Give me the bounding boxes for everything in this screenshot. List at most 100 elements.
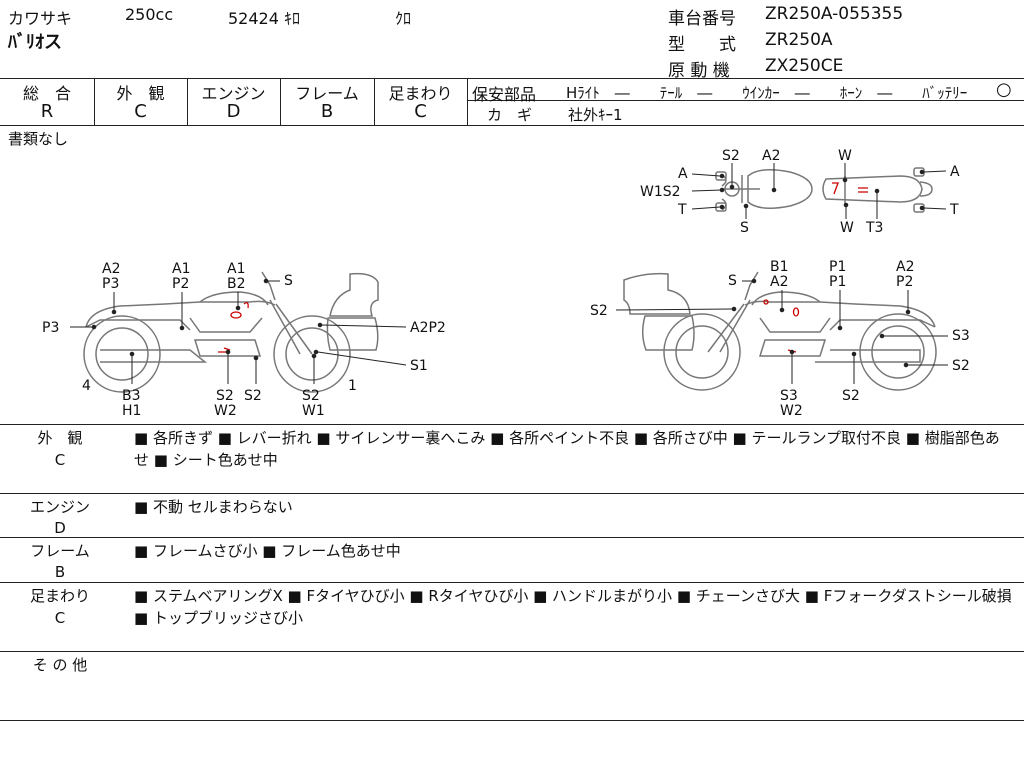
engine-value: ZX250CE (765, 56, 844, 76)
label: P1 (829, 274, 846, 290)
label: P1 (829, 259, 846, 275)
label: W2 (780, 403, 803, 419)
color: ｸﾛ (395, 9, 412, 28)
divider (374, 78, 375, 125)
label: S (740, 220, 749, 236)
label: S (728, 273, 737, 289)
grade-label: エンジン (201, 84, 266, 103)
label: S2 (590, 303, 608, 319)
divider (467, 78, 468, 125)
label: W (838, 148, 852, 164)
label: 1 (348, 378, 357, 394)
label: S2 (842, 388, 860, 404)
divider (0, 651, 1024, 652)
divider (0, 720, 1024, 721)
grade-value: D (226, 101, 241, 122)
section-text: ■ フレームさび小 ■ フレーム色あせ中 (134, 542, 401, 560)
label: A (950, 164, 960, 180)
engine-label: 原 動 機 (668, 61, 730, 81)
divider (0, 125, 1024, 126)
right-view-labels: S B1 A2 P1 P1 A2 P2 S2 S3 S2 S3 W2 S2 (590, 259, 970, 419)
label: S (284, 273, 293, 289)
mileage: 52424 ｷﾛ (228, 9, 300, 28)
label: T3 (865, 220, 883, 236)
battery-mark: ○ (996, 79, 1012, 100)
divider (0, 78, 1024, 79)
grade-value: C (134, 101, 147, 122)
label: 4 (82, 378, 91, 394)
top-view-labels: S2 A2 W A W1S2 T S W T3 A T (640, 148, 960, 236)
label: P2 (896, 274, 913, 290)
label: A (678, 166, 688, 182)
documents-note: 書類なし (8, 130, 69, 148)
section-label: エンジン (29, 498, 90, 516)
label: A1 (172, 261, 190, 277)
grade-value: B (320, 101, 334, 122)
grade-value: C (414, 101, 427, 122)
grade-label: 総 合 (22, 84, 71, 103)
left-view-labels: A2 P3 A1 P2 A1 B2 S P3 A2P2 S1 4 B3 H1 S… (42, 261, 446, 419)
type-value: ZR250A (765, 30, 833, 50)
maker: カワサキ (8, 9, 73, 28)
frame-no: ZR250A-055355 (765, 4, 904, 24)
section-grade: B (54, 563, 66, 581)
grade-label: 足まわり (388, 84, 453, 103)
label: T (949, 202, 959, 218)
section-grade: C (54, 451, 66, 469)
divider (187, 78, 188, 125)
label: A2P2 (410, 320, 446, 336)
label: S1 (410, 358, 428, 374)
section-grade: D (54, 519, 66, 537)
bike-top-view (715, 167, 933, 213)
section-text: ■ 不動 セルまわらない (134, 498, 293, 516)
section-label: フレーム (30, 542, 90, 560)
label: B2 (227, 276, 246, 292)
safety-label: 保安部品 (472, 85, 537, 104)
label: A2 (896, 259, 914, 275)
section-text: ■ ステムベアリングX ■ Fタイヤひび小 ■ Rタイヤひび小 ■ ハンドルまが… (134, 587, 1012, 627)
damage-diagram: S2 A2 W A W1S2 T S W T3 A T (42, 148, 970, 419)
label: A1 (227, 261, 245, 277)
type-label: 型 式 (668, 35, 736, 55)
label: S2 (952, 358, 970, 374)
section-grade: C (54, 609, 66, 627)
label: A2 (770, 274, 788, 290)
label: S2 (216, 388, 234, 404)
grade-label: フレーム (295, 84, 359, 103)
section-text: ■ 各所きず ■ レバー折れ ■ サイレンサー裏へこみ ■ 各所ペイント不良 ■… (134, 429, 1000, 469)
label: S2 (722, 148, 740, 164)
label: W1 (302, 403, 325, 419)
label: S2 (302, 388, 320, 404)
frame-no-label: 車台番号 (668, 9, 736, 29)
model-name: ﾊﾞﾘｵス (8, 32, 62, 53)
label: T (677, 202, 687, 218)
label: P2 (172, 276, 189, 292)
safety-items: Hﾗｲﾄ ― ﾃｰﾙ ― ｳｲﾝｶｰ ― ﾎｰﾝ ― ﾊﾞｯﾃﾘｰ (566, 84, 968, 102)
grade-label: 外 観 (116, 84, 165, 103)
bike-right-view (623, 271, 937, 391)
label: W2 (214, 403, 237, 419)
label: S3 (780, 388, 798, 404)
label: W (840, 220, 854, 236)
label: H1 (122, 403, 141, 419)
label: B3 (122, 388, 141, 404)
label: P3 (42, 320, 59, 336)
divider (94, 78, 95, 125)
key-value: 社外ｷｰ1 (568, 106, 623, 124)
divider (0, 424, 1024, 425)
bike-left-view (83, 271, 379, 393)
label: A2 (762, 148, 780, 164)
label: B1 (770, 259, 789, 275)
section-label: 足まわり (29, 587, 90, 605)
grade-value: R (40, 101, 54, 122)
divider (0, 537, 1024, 538)
key-label: カ ギ (487, 106, 533, 124)
label: A2 (102, 261, 120, 277)
label: P3 (102, 276, 119, 292)
divider (0, 582, 1024, 583)
section-label: そ の 他 (32, 656, 88, 674)
divider (0, 493, 1024, 494)
displacement: 250cc (125, 5, 174, 24)
divider (280, 78, 281, 125)
label: W1S2 (640, 184, 681, 200)
